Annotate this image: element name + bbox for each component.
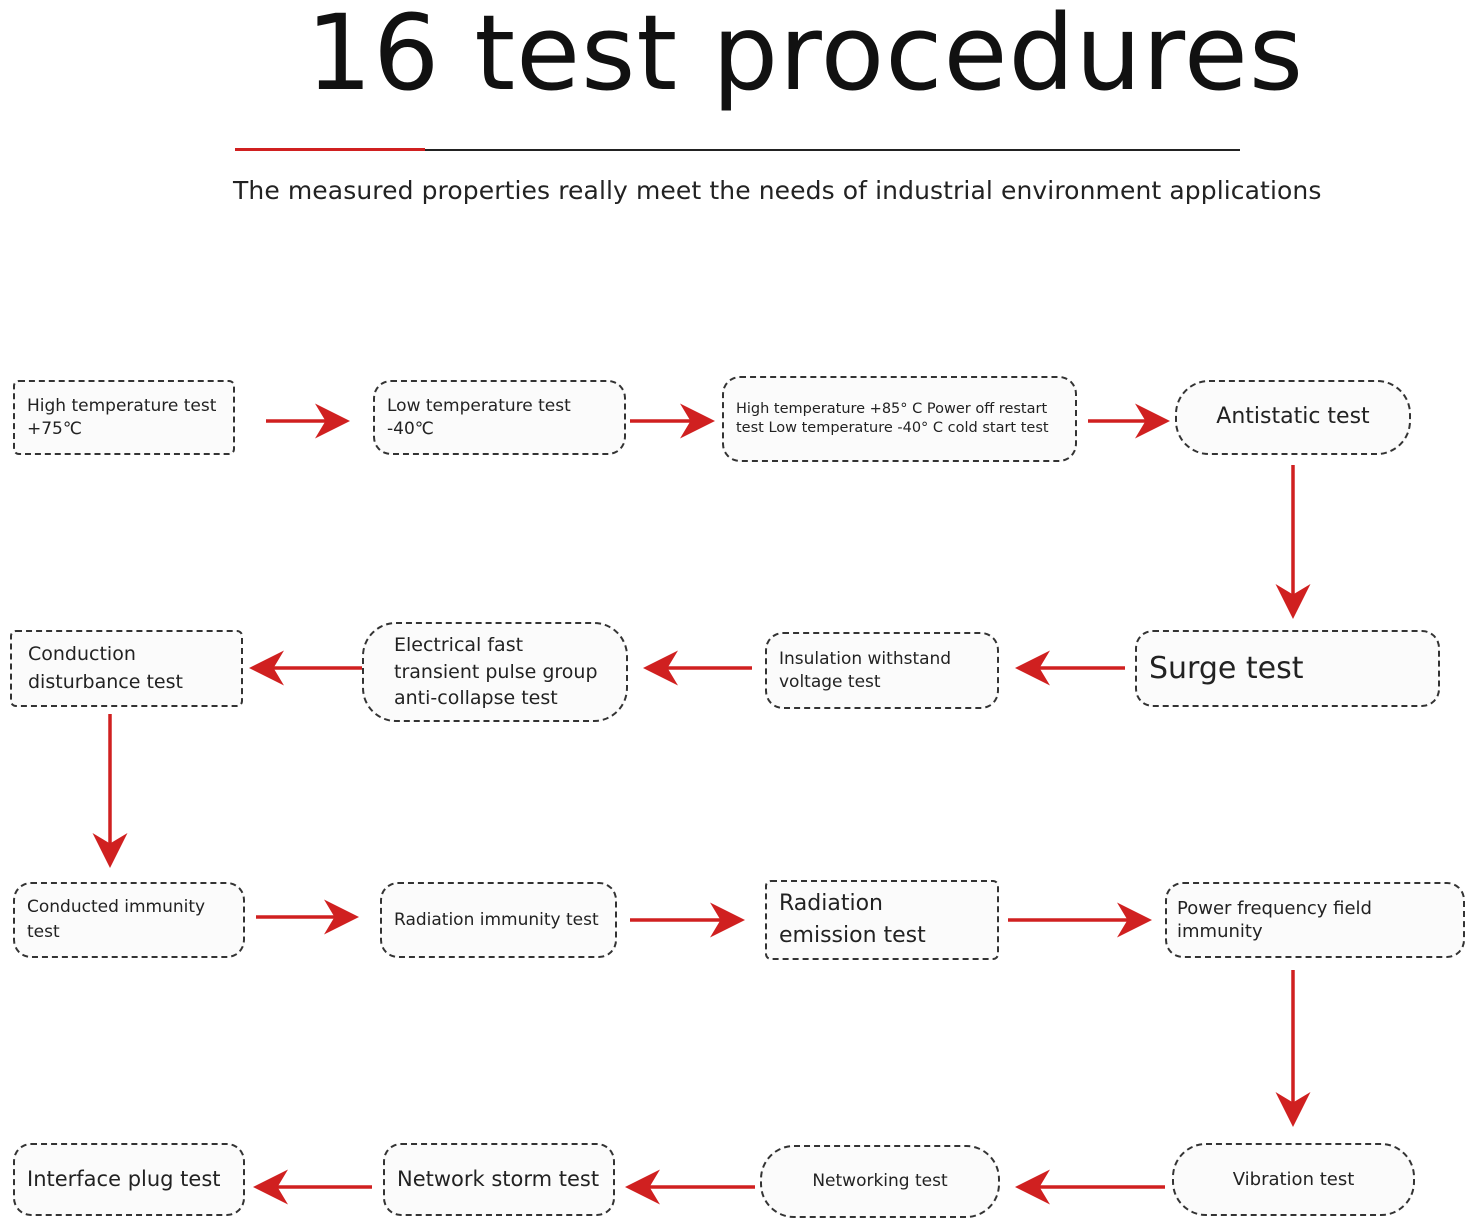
step-power-frequency-field-immunity: Power frequency field immunity: [1165, 882, 1465, 958]
title-divider: [425, 149, 1240, 151]
step-vibration-test: Vibration test: [1172, 1143, 1415, 1216]
step-conduction-disturbance-test: Conduction disturbance test: [10, 630, 243, 707]
step-insulation-withstand-voltage-test: Insulation withstand voltage test: [765, 632, 999, 709]
page-title: 16 test procedures: [305, 0, 1305, 114]
step-radiation-immunity-test: Radiation immunity test: [380, 882, 617, 958]
step-low-temperature-test: Low temperature test -40℃: [373, 380, 626, 455]
step-surge-test: Surge test: [1135, 630, 1440, 707]
title-divider-accent: [235, 148, 425, 151]
step-networking-test: Networking test: [760, 1145, 1000, 1218]
step-electrical-fast-transient-test: Electrical fast transient pulse group an…: [362, 622, 628, 722]
page-subtitle: The measured properties really meet the …: [233, 176, 1322, 205]
step-interface-plug-test: Interface plug test: [13, 1143, 245, 1216]
step-antistatic-test: Antistatic test: [1175, 380, 1411, 455]
step-power-off-restart-cold-start-test: High temperature +85° C Power off restar…: [722, 376, 1077, 462]
step-radiation-emission-test: Radiation emission test: [765, 880, 999, 960]
step-conducted-immunity-test: Conducted immunity test: [13, 882, 245, 958]
step-high-temperature-test: High temperature test +75℃: [13, 380, 235, 455]
step-network-storm-test: Network storm test: [383, 1143, 615, 1216]
